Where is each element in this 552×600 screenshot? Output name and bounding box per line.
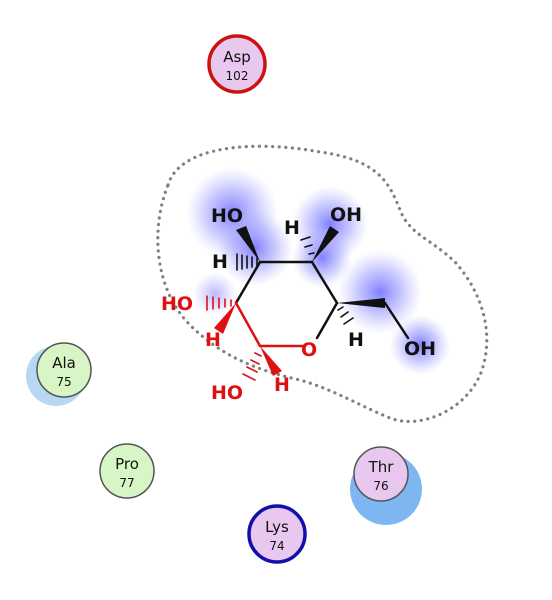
atom-h: H — [348, 329, 364, 351]
exposure-blob — [338, 250, 422, 334]
residue-asp102[interactable]: Asp 102 — [207, 34, 267, 94]
wedge-c1-h — [260, 346, 282, 376]
residue-lys74[interactable]: Lys 74 — [247, 504, 307, 564]
atom-h: H — [284, 217, 300, 239]
hash-c2-h — [337, 306, 354, 325]
hash-c1-oh — [242, 352, 262, 381]
solvent-exposure-blobs — [186, 167, 450, 375]
bond-c5-c1 — [234, 301, 262, 348]
hash-c5-oh — [206, 295, 232, 311]
residue-circle — [207, 34, 267, 94]
bond-c4-c5 — [234, 260, 262, 305]
atom-oh: HO — [211, 382, 243, 404]
ligand-bonds — [206, 226, 410, 381]
exposure-blob — [193, 272, 237, 316]
atom-oh: HO — [161, 293, 193, 315]
wedge-c2-ch2 — [337, 298, 385, 308]
bond-ch2-oh — [383, 301, 410, 340]
bond-c3-c2 — [310, 260, 339, 305]
residue-name: Ala — [52, 354, 76, 372]
exposure-blob — [217, 210, 293, 286]
atom-h: H — [212, 251, 228, 273]
exposure-blob — [390, 315, 450, 375]
pocket-outline — [156, 144, 489, 423]
wedge-c3-oh — [312, 226, 339, 262]
residue-pro77[interactable]: Pro 77 — [99, 443, 155, 499]
residue-name: Pro — [115, 455, 139, 473]
ligand-atoms: HO H H OH HO H O H OH HO H — [161, 204, 436, 404]
residue-name: Asp — [223, 48, 251, 66]
residue-name: Lys — [265, 518, 289, 536]
residue-ala75[interactable]: Ala 75 — [26, 342, 92, 406]
residue-number: 102 — [226, 69, 249, 83]
wedge-c5-h — [214, 303, 236, 334]
hash-c4-h — [236, 253, 258, 271]
residue-number: 76 — [373, 479, 388, 493]
residue-name: Thr — [368, 458, 395, 476]
atom-h: H — [274, 374, 290, 396]
atom-h: H — [205, 329, 221, 351]
residue-number: 77 — [119, 476, 134, 490]
residue-number: 75 — [56, 375, 71, 389]
hash-c3-h — [300, 236, 315, 255]
exposure-blob — [292, 228, 352, 288]
residue-circle — [353, 446, 409, 502]
residue-circle — [36, 342, 92, 398]
residue-number: 74 — [269, 539, 284, 553]
atom-oh: HO — [211, 205, 243, 227]
wedge-c4-oh — [236, 226, 260, 262]
residue-thr76[interactable]: Thr 76 — [350, 446, 422, 525]
residue-circle — [99, 443, 155, 499]
residue-circle — [247, 504, 307, 564]
atom-oh: OH — [330, 204, 362, 226]
atom-ring-oxygen: O — [301, 339, 317, 361]
atom-oh: OH — [404, 338, 436, 360]
bond-c2-o — [315, 301, 339, 340]
